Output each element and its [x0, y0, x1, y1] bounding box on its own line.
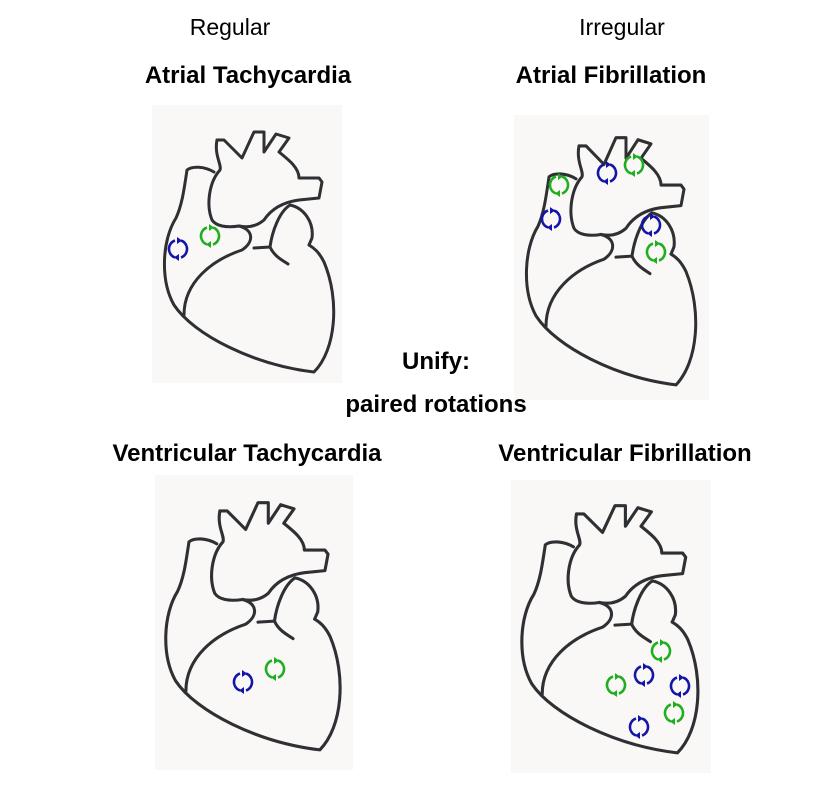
paired-rotations-label: paired rotations	[345, 391, 527, 418]
unify-label: Unify:	[402, 348, 470, 375]
heart-panel-atrial-fibrillation	[514, 115, 709, 400]
green-rotation-icon	[605, 673, 627, 697]
blue-rotation-icon	[167, 237, 189, 261]
blue-rotation-icon	[232, 670, 254, 694]
blue-rotation-icon	[596, 161, 618, 185]
title-atrial-fibrillation: Atrial Fibrillation	[515, 62, 707, 89]
blue-rotation-icon	[669, 674, 691, 698]
column-label-regular: Regular	[189, 14, 271, 40]
title-ventricular-tachycardia: Ventricular Tachycardia	[112, 440, 382, 467]
blue-rotation-icon	[540, 207, 562, 231]
title-atrial-tachycardia: Atrial Tachycardia	[144, 62, 352, 89]
heart-panel-ventricular-fibrillation	[511, 480, 711, 773]
blue-rotation-icon	[633, 663, 655, 687]
column-label-irregular: Irregular	[579, 14, 665, 40]
heart-panel-ventricular-tachycardia	[155, 475, 353, 770]
title-ventricular-fibrillation: Ventricular Fibrillation	[498, 440, 752, 467]
green-rotation-icon	[645, 240, 667, 264]
green-rotation-icon	[264, 657, 286, 681]
blue-rotation-icon	[640, 213, 662, 237]
green-rotation-icon	[650, 639, 672, 663]
green-rotation-icon	[623, 153, 645, 177]
heart-panel-atrial-tachycardia	[152, 105, 342, 383]
green-rotation-icon	[548, 173, 570, 197]
green-rotation-icon	[199, 224, 221, 248]
green-rotation-icon	[663, 701, 685, 725]
blue-rotation-icon	[628, 715, 650, 739]
